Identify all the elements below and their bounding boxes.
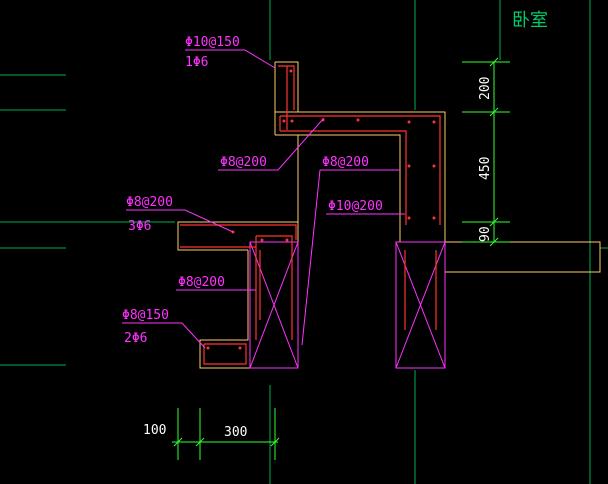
annotation-left-ledge-2: 3Φ6	[128, 219, 151, 234]
annotation-bottom-left-2: 2Φ6	[124, 331, 147, 346]
column-right	[395, 241, 446, 369]
annotation-bottom-left-1: Φ8@150	[122, 308, 169, 323]
column-left	[249, 241, 299, 369]
concrete-outline	[177, 61, 601, 369]
dimension-right-top: 200	[478, 77, 493, 100]
annotation-top-left-1: Φ10@150	[185, 35, 240, 50]
annotation-mid-right: Φ8@200	[322, 155, 369, 170]
dimension-vertical	[462, 57, 510, 247]
annotation-right-mid: Φ10@200	[328, 199, 383, 214]
rebar-lines	[180, 65, 441, 365]
dimension-bottom-left: 100	[143, 423, 166, 438]
dimension-horizontal	[172, 408, 280, 460]
leader-lines	[122, 49, 405, 349]
annotation-top-left-2: 1Φ6	[185, 55, 208, 70]
rebar-dots	[206, 69, 436, 350]
dimension-bottom-right: 300	[224, 425, 247, 440]
dimension-right-bottom: 90	[478, 226, 493, 242]
room-label: 卧室	[512, 10, 548, 31]
annotation-lower-left: Φ8@200	[178, 275, 225, 290]
dimension-right-mid: 450	[478, 157, 493, 180]
annotation-left-ledge-1: Φ8@200	[126, 195, 173, 210]
annotation-mid-left: Φ8@200	[220, 155, 267, 170]
